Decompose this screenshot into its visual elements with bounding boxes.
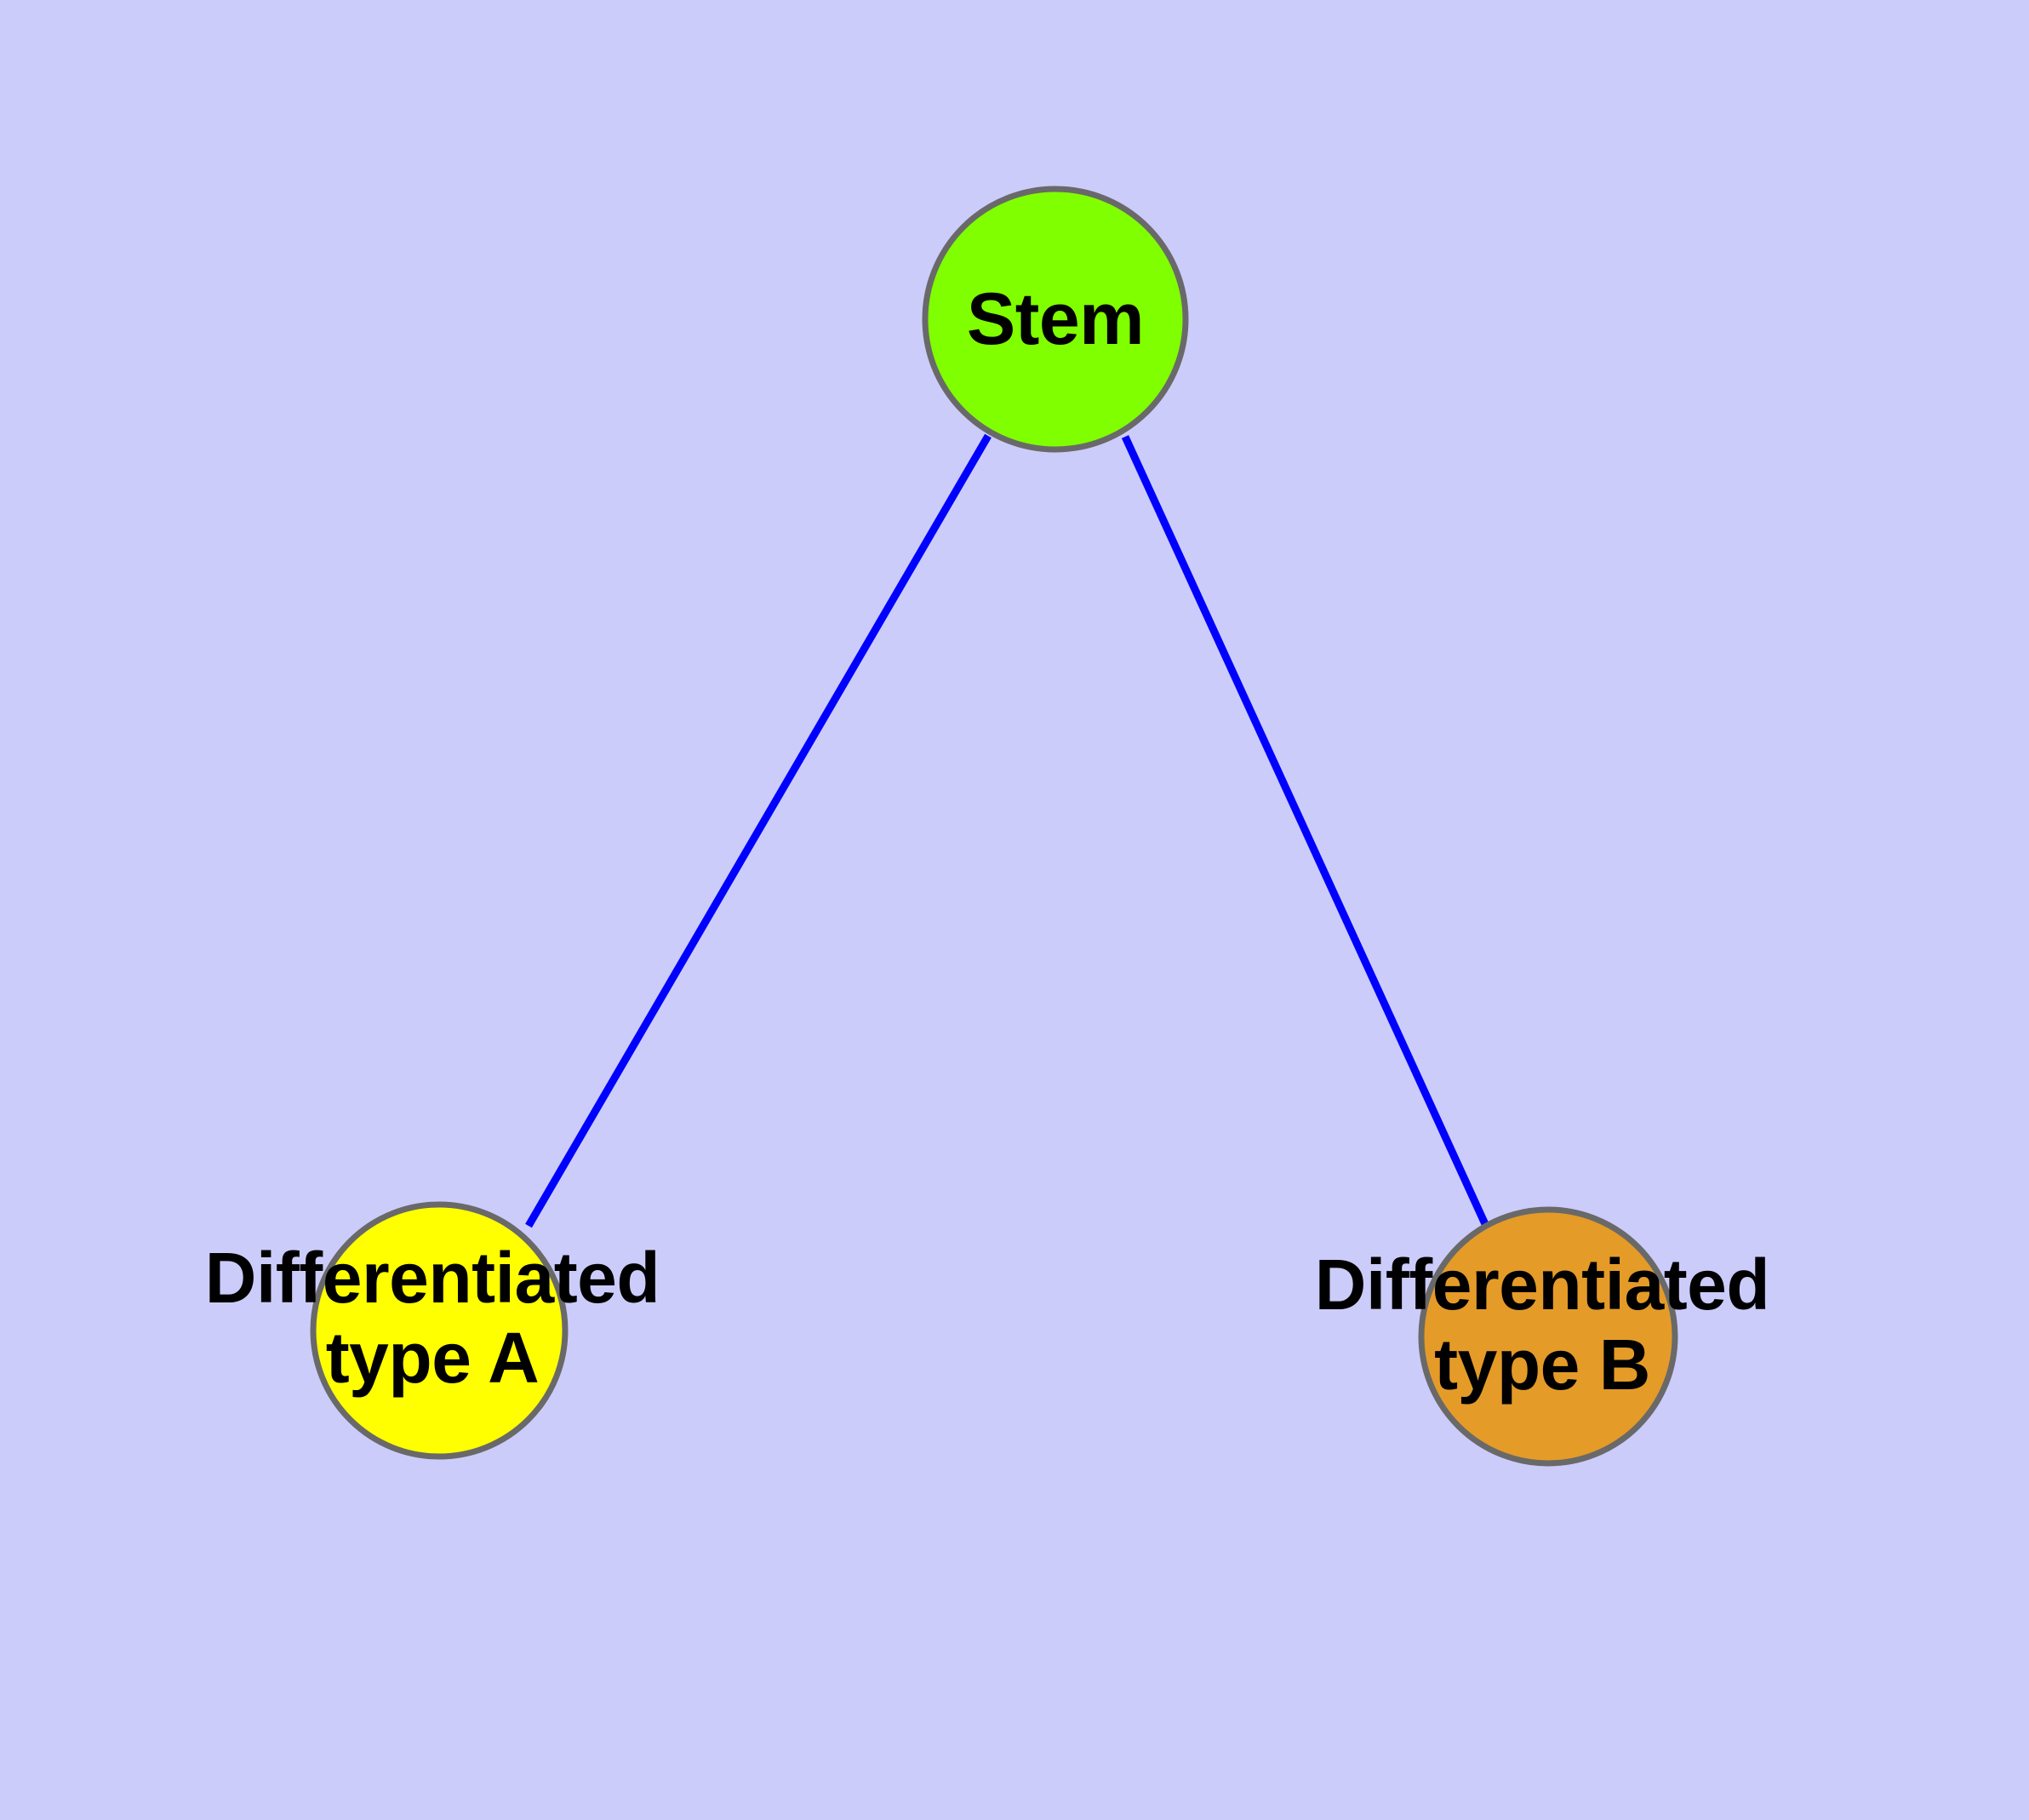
- edge-stem-to-diff-a[interactable]: [525, 433, 992, 1228]
- node-stem[interactable]: [922, 186, 1189, 453]
- node-layer: [310, 186, 1678, 1467]
- edge-stem-to-diff-b[interactable]: [1121, 435, 1489, 1226]
- edge-layer: [525, 433, 1489, 1228]
- node-differentiated-type-a[interactable]: [310, 1201, 569, 1460]
- node-differentiated-type-b[interactable]: [1418, 1206, 1678, 1467]
